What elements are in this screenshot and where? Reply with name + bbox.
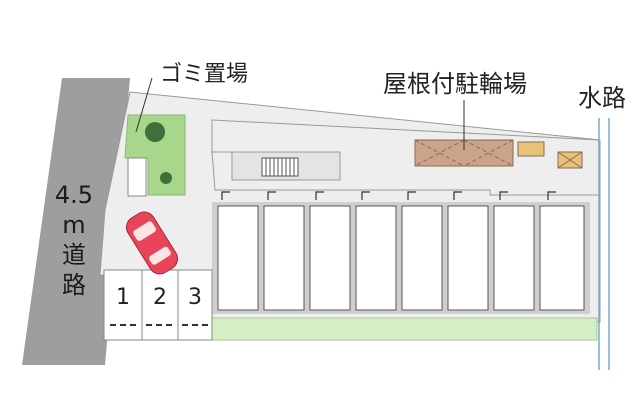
tree-icon — [160, 172, 172, 184]
waterway-label: 水路 — [578, 84, 626, 112]
stall — [309, 205, 351, 311]
parking-slots — [103, 269, 213, 341]
road-label-part: m — [62, 211, 86, 239]
garbage-bin — [127, 157, 147, 197]
road-label-part: 路 — [62, 271, 86, 299]
stairs — [261, 157, 299, 177]
green-strip — [211, 317, 598, 341]
road-strip — [22, 78, 130, 365]
stall — [263, 205, 305, 311]
car-icon — [125, 211, 179, 275]
door-markers — [221, 191, 556, 200]
garbage-label: ゴミ置場 — [160, 62, 249, 87]
road-width-label: 4.5 m 道 路 — [50, 180, 98, 300]
tree-icon — [145, 122, 165, 142]
stall — [217, 205, 259, 311]
parking-slot-1: 1 — [116, 285, 130, 310]
bike-shed-label: 屋根付駐輪場 — [383, 70, 527, 98]
stall — [447, 205, 489, 311]
stall — [539, 205, 585, 311]
road-label-part: 道 — [62, 241, 86, 269]
stall — [401, 205, 443, 311]
parking-slot-3: 3 — [188, 285, 202, 310]
garbage-leader — [135, 77, 153, 133]
parking-slot-2: 2 — [153, 285, 167, 310]
stall — [493, 205, 535, 311]
road-label-part: 4.5 — [54, 181, 94, 209]
stall — [355, 205, 397, 311]
equipment-box — [517, 141, 545, 157]
